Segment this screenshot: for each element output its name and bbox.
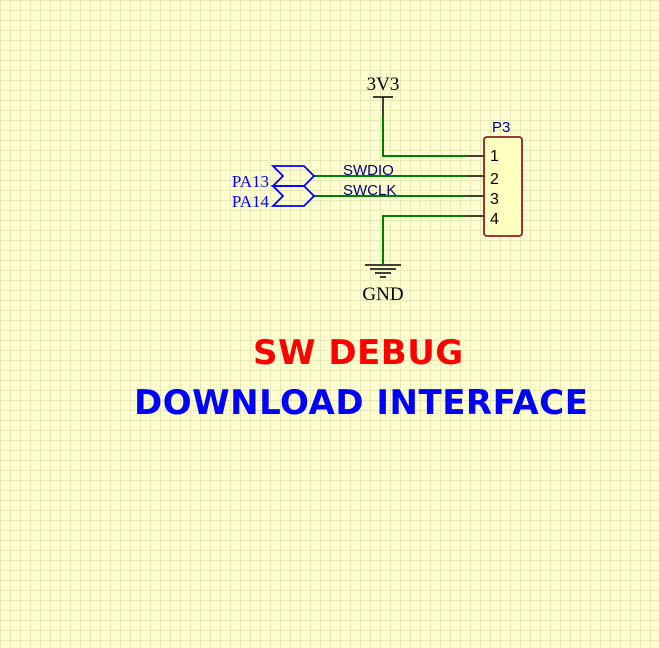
port-arrow-pa14 <box>270 185 316 207</box>
port-label-pa13: PA13 <box>232 172 269 191</box>
port-label-pa14: PA14 <box>232 192 270 211</box>
connector-body <box>483 136 523 237</box>
ground-label: GND <box>362 284 403 305</box>
connector-pin-1: 1 <box>490 148 499 165</box>
power-symbol-3v3[interactable]: 3V3 <box>367 74 400 116</box>
wires <box>314 116 466 264</box>
title-download-interface: DOWNLOAD INTERFACE <box>134 383 589 423</box>
connector-pin-2: 2 <box>490 171 499 188</box>
connector-p3[interactable]: P3 1 2 3 4 <box>483 119 523 237</box>
port-arrow-pa13 <box>270 165 316 187</box>
connector-designator: P3 <box>492 119 510 136</box>
port-pa14[interactable]: PA14 <box>232 185 316 211</box>
title-sw-debug: SW DEBUG <box>253 333 464 373</box>
connector-pin-4: 4 <box>490 211 499 228</box>
net-label-swclk: SWCLK <box>343 182 396 199</box>
wire-gnd[interactable] <box>382 215 466 264</box>
connector-pin-leads <box>466 155 484 217</box>
ground-symbol[interactable]: GND <box>362 264 404 305</box>
wire-3v3[interactable] <box>382 116 466 157</box>
port-pa13[interactable]: PA13 <box>232 165 316 191</box>
connector-pin-3: 3 <box>490 191 499 208</box>
net-label-swdio: SWDIO <box>343 162 394 179</box>
power-label: 3V3 <box>367 74 400 95</box>
